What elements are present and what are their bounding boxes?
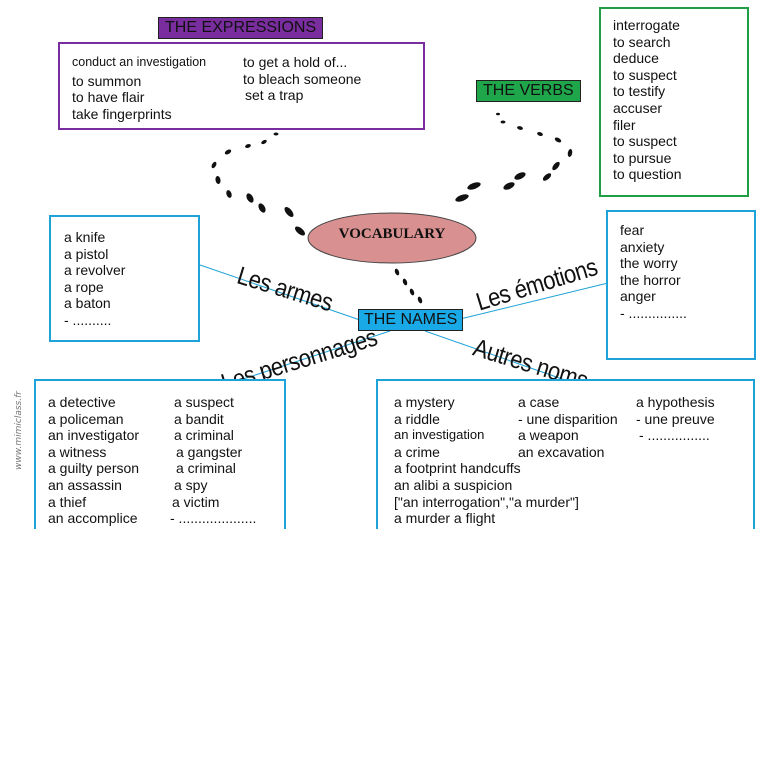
list-item: a suspect [174,394,234,410]
list-item: take fingerprints [72,105,172,122]
site-credit: www.mimiclass.fr [14,391,24,470]
list-item: an alibi a suspicion [394,476,513,493]
list-item: a mystery [394,394,455,410]
expressions-right-column: to get a hold of... to bleach someone se… [243,54,361,104]
list-item: to get a hold of... [243,54,348,70]
site-credit-text: www.mimiclass.fr [14,391,24,470]
list-item: to suspect [613,133,677,150]
list-item: set a trap [245,87,304,104]
list-item: a witness [48,443,107,460]
other-names-box: a mystery a riddle an investigation a cr… [376,379,755,529]
list-item: to testify [613,83,666,100]
center-node-shape [307,212,477,264]
expressions-title: THE EXPRESSIONS [158,17,324,39]
list-item: a footprint handcuffs [394,460,521,477]
list-item: a criminal [176,460,236,477]
list-item: a detective [48,394,116,410]
list-item: accuser [613,99,663,116]
list-item: a criminal [174,427,234,444]
list-item: interrogate [613,17,680,33]
list-item: a case [518,394,560,410]
characters-right-column: a suspect a bandit a criminal a gangster… [170,394,256,527]
list-item: a revolver [64,262,126,279]
list-item: to bleach someone [243,70,362,87]
connector-characters [239,330,391,381]
weapons-list: a knife a pistol a revolver a rope a bat… [64,229,125,329]
verbs-title: THE VERBS [476,80,581,102]
list-item: a hypothesis [636,394,715,410]
connector-other [424,330,566,381]
other-names-column-3: a hypothesis - une preuve - ............… [636,394,715,444]
footprints-icon [211,112,573,304]
list-item: a guilty person [48,460,140,477]
list-item: conduct an investigation [72,55,207,69]
list-item: a murder a flight [394,510,496,527]
other-names-column-2: a case - une disparition a weapon an exc… [518,394,618,460]
list-item: - une preuve [636,410,715,427]
list-item: an investigation [394,427,485,443]
list-item: a baton [64,295,111,312]
center-node-label: VOCABULARY [338,226,446,242]
list-item: a weapon [518,427,579,444]
list-item: a policeman [48,410,124,427]
connector-emotions [455,282,609,321]
connector-weapons [199,264,361,321]
weapons-box: a knife a pistol a revolver a rope a bat… [49,215,200,342]
names-tag-text: THE NAMES [364,311,458,328]
list-item: anxiety [620,238,665,255]
list-item: a pistol [64,245,109,262]
list-item: a bandit [174,410,224,427]
expressions-left-column: conduct an investigation to summon to ha… [72,54,206,122]
list-item: fear [620,222,645,238]
list-item: a knife [64,229,106,245]
names-tag: THE NAMES [358,309,464,331]
list-item: ["an interrogation","a murder"] [394,493,579,510]
list-item: a spy [174,476,208,493]
list-item: to search [613,33,671,50]
list-item: - .................... [170,510,257,527]
list-item: a victim [172,493,220,510]
list-item: to suspect [613,66,677,83]
other-names-column-1: a mystery a riddle an investigation a cr… [394,394,579,527]
emotions-box: fear anxiety the worry the horror anger … [606,210,756,360]
list-item: deduce [613,50,659,67]
list-item: the horror [620,271,681,288]
list-item: - ............... [620,304,687,321]
list-item: - ................ [639,427,710,444]
list-item: anger [620,288,656,305]
list-item: an accomplice [48,510,138,527]
list-item: a riddle [394,410,440,427]
list-item: a thief [48,493,87,510]
verbs-box: interrogate to search deduce to suspect … [599,7,749,197]
list-item: - .......... [64,311,112,328]
expressions-title-text: THE EXPRESSIONS [165,19,317,36]
characters-box: a detective a policeman an investigator … [34,379,286,529]
list-item: filer [613,116,636,133]
center-node: VOCABULARY [308,226,476,243]
list-item: an excavation [518,443,605,460]
list-item: to summon [72,72,142,89]
list-item: to pursue [613,149,672,166]
verbs-list: interrogate to search deduce to suspect … [613,17,682,183]
verbs-title-text: THE VERBS [483,82,574,99]
list-item: an assassin [48,476,122,493]
list-item: the worry [620,255,678,272]
list-item: an investigator [48,427,140,444]
list-item: - une disparition [518,410,618,427]
characters-left-column: a detective a policeman an investigator … [48,394,139,527]
list-item: a crime [394,443,440,460]
list-item: to question [613,166,682,183]
expressions-box: conduct an investigation to summon to ha… [58,42,425,130]
list-item: a rope [64,278,104,295]
list-item: a gangster [176,443,243,460]
emotions-list: fear anxiety the worry the horror anger … [620,222,687,322]
list-item: to have flair [72,89,145,106]
